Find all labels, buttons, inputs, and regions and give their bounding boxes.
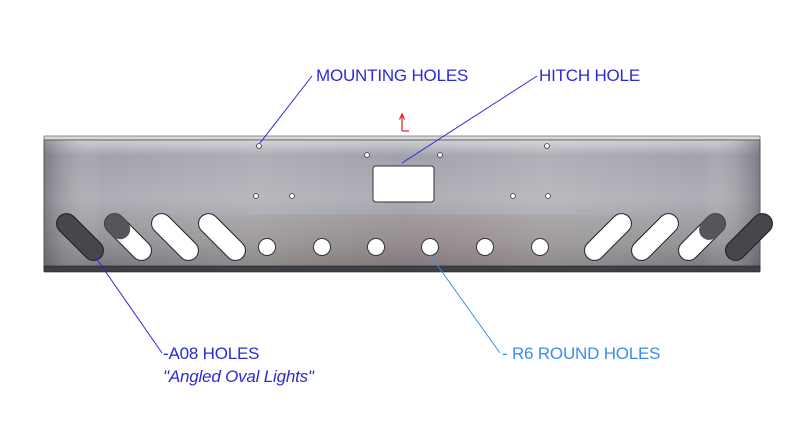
mounting-hole bbox=[256, 143, 262, 149]
oval-light-holes bbox=[56, 213, 773, 261]
mounting-hole bbox=[437, 152, 443, 158]
mounting-holes bbox=[253, 143, 551, 199]
mounting-hole bbox=[289, 193, 295, 199]
round-hole bbox=[421, 238, 439, 256]
mounting-hole bbox=[544, 143, 550, 149]
leader-lines bbox=[93, 75, 538, 354]
hitch-hole bbox=[372, 165, 435, 203]
plate-bottom-edge bbox=[43, 265, 761, 273]
leader-a08 bbox=[93, 254, 163, 354]
callout-a08-subtitle: "Angled Oval Lights" bbox=[163, 367, 314, 386]
mounting-hole bbox=[545, 193, 551, 199]
leader-r6 bbox=[429, 254, 501, 354]
callout-mounting-holes: MOUNTING HOLES bbox=[316, 66, 469, 85]
round-hole bbox=[531, 238, 549, 256]
round-hole bbox=[476, 238, 494, 256]
oval-hole-filled bbox=[725, 213, 773, 261]
mounting-hole bbox=[364, 152, 370, 158]
oval-hole-partial-fill bbox=[104, 213, 131, 240]
round-hole bbox=[313, 238, 331, 256]
callout-r6-round-holes: - R6 ROUND HOLES bbox=[502, 344, 661, 363]
round-hole bbox=[367, 238, 385, 256]
origin-marker bbox=[398, 112, 409, 132]
oval-hole bbox=[631, 213, 679, 261]
oval-hole bbox=[584, 213, 632, 261]
oval-hole bbox=[198, 213, 246, 261]
mounting-hole bbox=[253, 193, 259, 199]
round-holes bbox=[258, 238, 549, 256]
oval-hole bbox=[151, 213, 199, 261]
oval-hole-partial-fill bbox=[699, 213, 726, 240]
leader-mounting bbox=[259, 75, 313, 144]
mounting-hole bbox=[510, 193, 516, 199]
oval-hole-filled bbox=[56, 213, 104, 261]
leader-hitch bbox=[401, 75, 538, 164]
round-hole bbox=[258, 238, 276, 256]
callout-a08-holes: -A08 HOLES bbox=[163, 344, 260, 363]
callout-hitch-hole: HITCH HOLE bbox=[539, 66, 640, 85]
